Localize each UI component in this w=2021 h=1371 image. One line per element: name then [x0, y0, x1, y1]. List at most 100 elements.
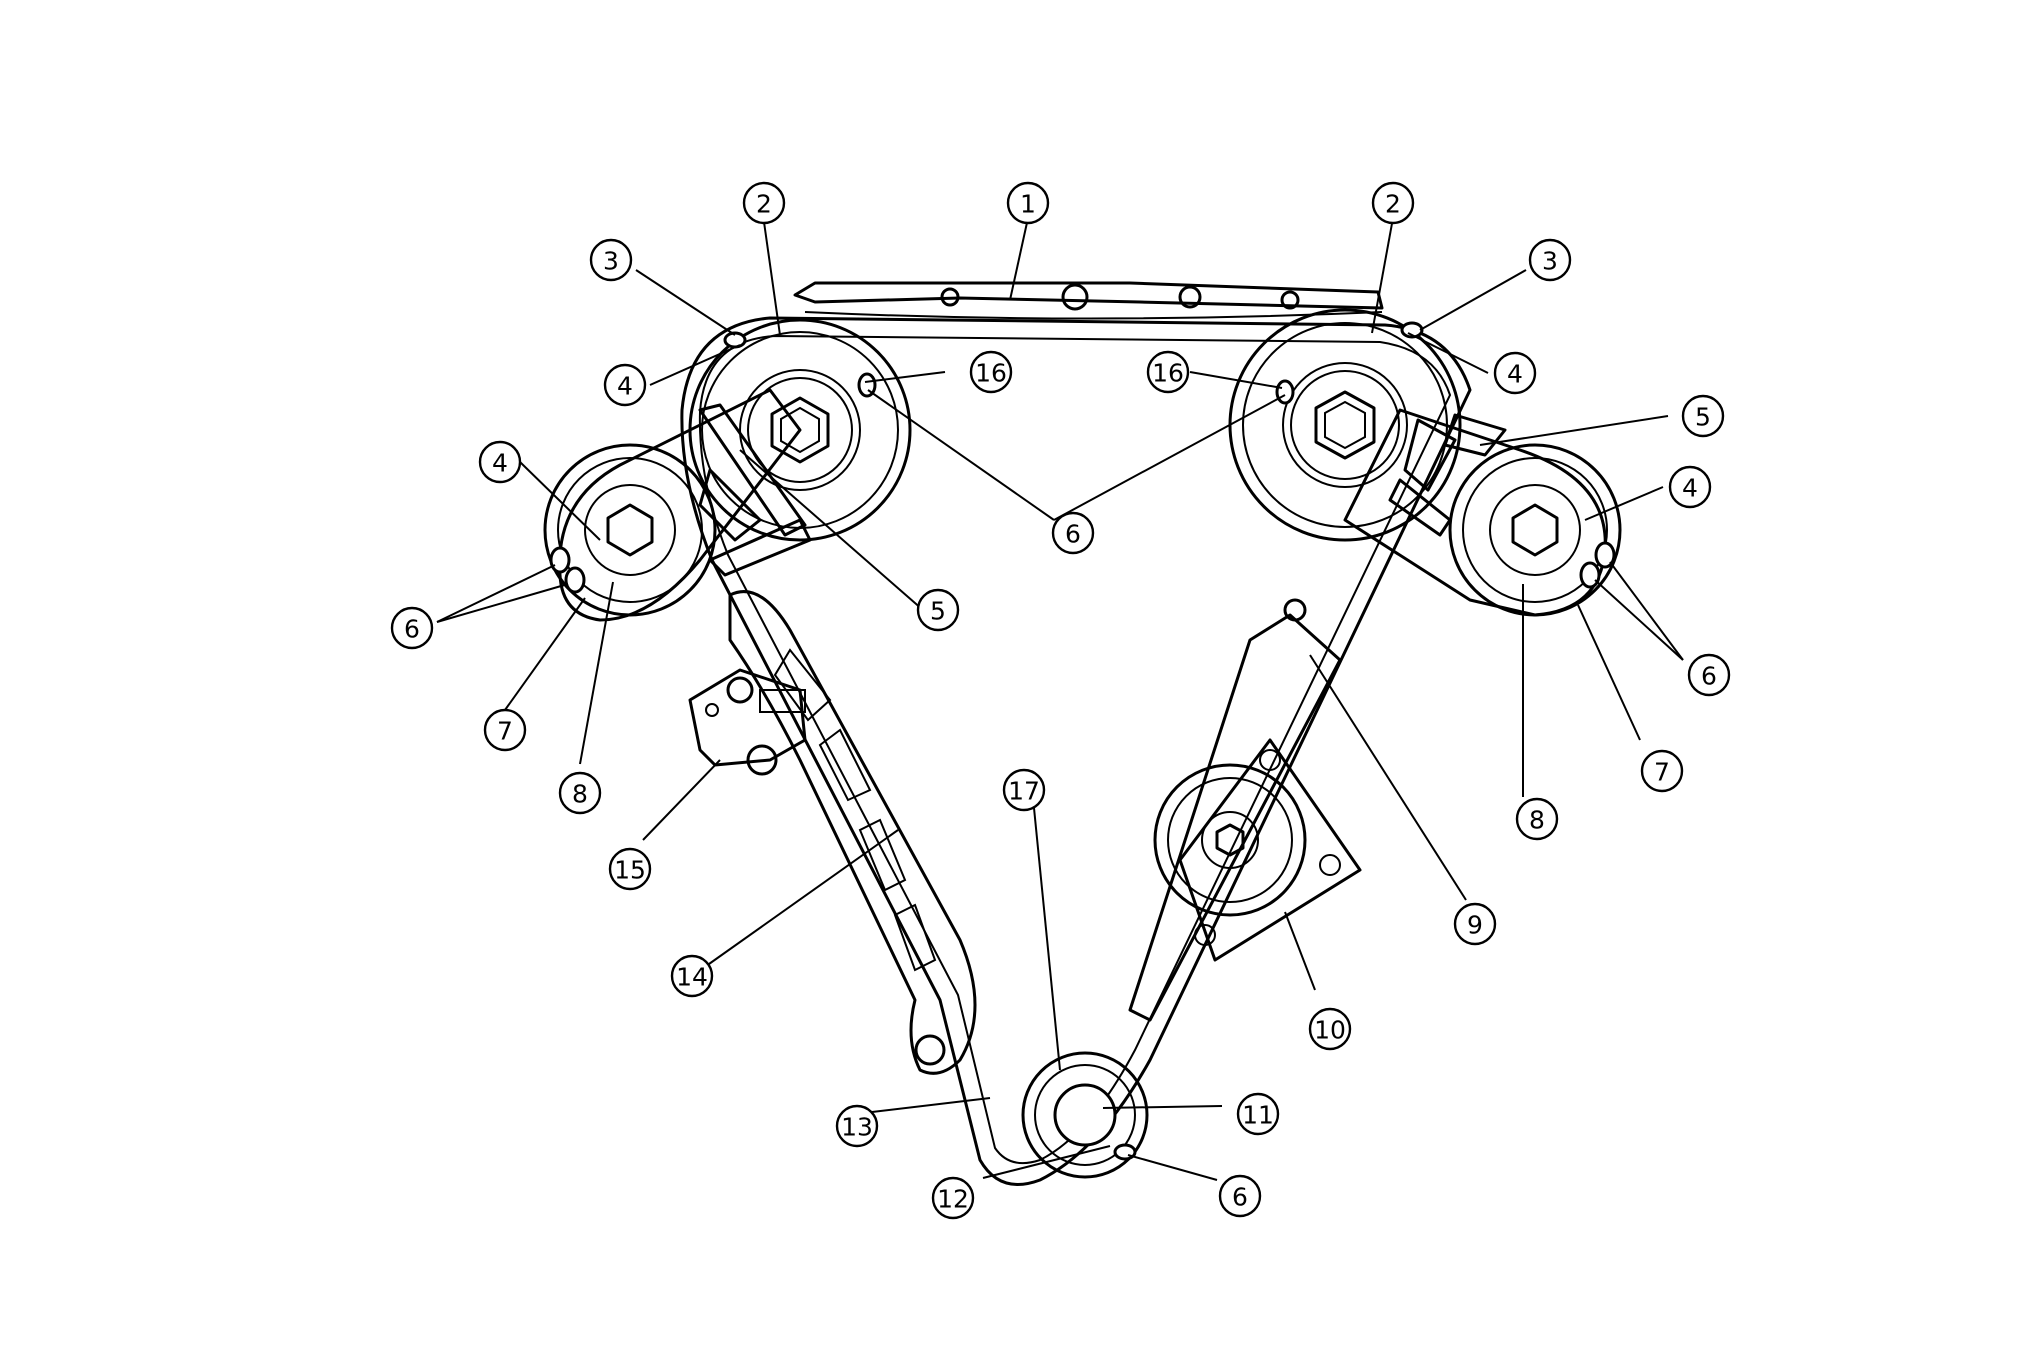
callout-label: 7	[497, 717, 513, 746]
left-exhaust-sprocket	[543, 443, 717, 617]
callout-c12: 12	[931, 1176, 975, 1220]
callout-label: 4	[492, 449, 508, 478]
callout-circle	[1371, 181, 1415, 225]
callout-label: 5	[1695, 403, 1711, 432]
callout-circle	[1668, 465, 1712, 509]
callout-c1: 1	[1006, 181, 1050, 225]
callout-label: 4	[1507, 360, 1523, 389]
leader-lines	[436, 217, 1684, 1181]
callout-label: 8	[572, 780, 588, 809]
callout-circle	[916, 588, 960, 632]
right-exhaust-sprocket	[1448, 443, 1622, 617]
callout-label: 6	[1065, 520, 1081, 549]
callout-c4a: 4	[603, 363, 647, 407]
upper-chain-guide	[793, 281, 1384, 320]
callout-circle	[608, 847, 652, 891]
callout-label: 1	[1020, 190, 1036, 219]
callout-label: 9	[1467, 911, 1483, 940]
callout-label: 17	[1008, 777, 1040, 806]
callout-c4b: 4	[1493, 351, 1537, 395]
callout-circle	[1640, 749, 1684, 793]
idler-sprocket	[1153, 738, 1362, 962]
callout-c13: 13	[835, 1104, 879, 1148]
callout-label: 15	[614, 856, 646, 885]
callout-circle	[742, 181, 786, 225]
callout-label: 11	[1242, 1101, 1274, 1130]
callout-c4c: 4	[478, 440, 522, 484]
callout-c17: 17	[1002, 768, 1046, 812]
callout-label: 6	[1701, 662, 1717, 691]
callout-circle	[1687, 653, 1731, 697]
callout-c15: 15	[608, 847, 652, 891]
callout-circle	[558, 771, 602, 815]
callout-c11: 11	[1236, 1092, 1280, 1136]
callout-c9: 9	[1453, 902, 1497, 946]
callout-circle	[1236, 1092, 1280, 1136]
callout-c8r: 8	[1515, 797, 1559, 841]
right-secondary-chain	[1343, 408, 1607, 617]
callout-c6b: 6	[390, 606, 434, 650]
callout-circle	[1681, 394, 1725, 438]
right-secondary-tensioner	[1388, 413, 1507, 537]
timing-chain-drawing	[543, 281, 1622, 1186]
callout-circle	[1051, 511, 1095, 555]
callout-circle	[478, 440, 522, 484]
mating-marks	[549, 321, 1616, 1161]
callout-c16l: 16	[969, 350, 1013, 394]
tension-guide	[1128, 598, 1342, 1022]
callout-circle	[931, 1176, 975, 1220]
callout-label: 6	[1232, 1183, 1248, 1212]
callout-c10: 10	[1308, 1007, 1352, 1051]
callout-c6a: 6	[1051, 511, 1095, 555]
callout-circle	[1493, 351, 1537, 395]
callout-c3r: 3	[1528, 238, 1572, 282]
crankshaft-sprocket	[1021, 1051, 1149, 1179]
callout-circle	[589, 238, 633, 282]
callout-circle	[1528, 238, 1572, 282]
callout-circle	[1146, 350, 1190, 394]
callout-c2l: 2	[742, 181, 786, 225]
callout-c3l: 3	[589, 238, 633, 282]
callout-label: 7	[1654, 758, 1670, 787]
callout-circle	[483, 708, 527, 752]
callout-label: 8	[1529, 806, 1545, 835]
callout-c6d: 6	[1218, 1174, 1262, 1218]
callout-circle	[835, 1104, 879, 1148]
callout-c7l: 7	[483, 708, 527, 752]
callout-label: 10	[1314, 1016, 1346, 1045]
callout-circle	[603, 363, 647, 407]
callout-label: 2	[1385, 190, 1401, 219]
callout-circle	[1006, 181, 1050, 225]
callout-label: 5	[930, 597, 946, 626]
callout-c5r: 5	[1681, 394, 1725, 438]
callout-label: 13	[841, 1113, 873, 1142]
callout-circle	[1002, 768, 1046, 812]
callout-circle	[1515, 797, 1559, 841]
callout-c2r: 2	[1371, 181, 1415, 225]
callout-label: 6	[404, 615, 420, 644]
callout-c7r: 7	[1640, 749, 1684, 793]
callout-label: 2	[756, 190, 772, 219]
callout-label: 16	[975, 359, 1007, 388]
left-secondary-tensioner	[698, 403, 812, 577]
callout-c5l: 5	[916, 588, 960, 632]
callout-c6c: 6	[1687, 653, 1731, 697]
callout-label: 14	[676, 963, 708, 992]
callout-label: 4	[617, 372, 633, 401]
callout-circle	[1453, 902, 1497, 946]
callout-c4d: 4	[1668, 465, 1712, 509]
callout-label: 12	[937, 1185, 969, 1214]
callout-circle	[670, 954, 714, 998]
slack-guide	[728, 590, 977, 1075]
callout-label: 16	[1152, 359, 1184, 388]
chain-tensioner	[688, 668, 807, 776]
callout-circle	[1308, 1007, 1352, 1051]
callout-c14: 14	[670, 954, 714, 998]
callout-label: 3	[1542, 247, 1558, 276]
callout-c16r: 16	[1146, 350, 1190, 394]
callout-label: 4	[1682, 474, 1698, 503]
callout-circle	[969, 350, 1013, 394]
callout-label: 3	[603, 247, 619, 276]
